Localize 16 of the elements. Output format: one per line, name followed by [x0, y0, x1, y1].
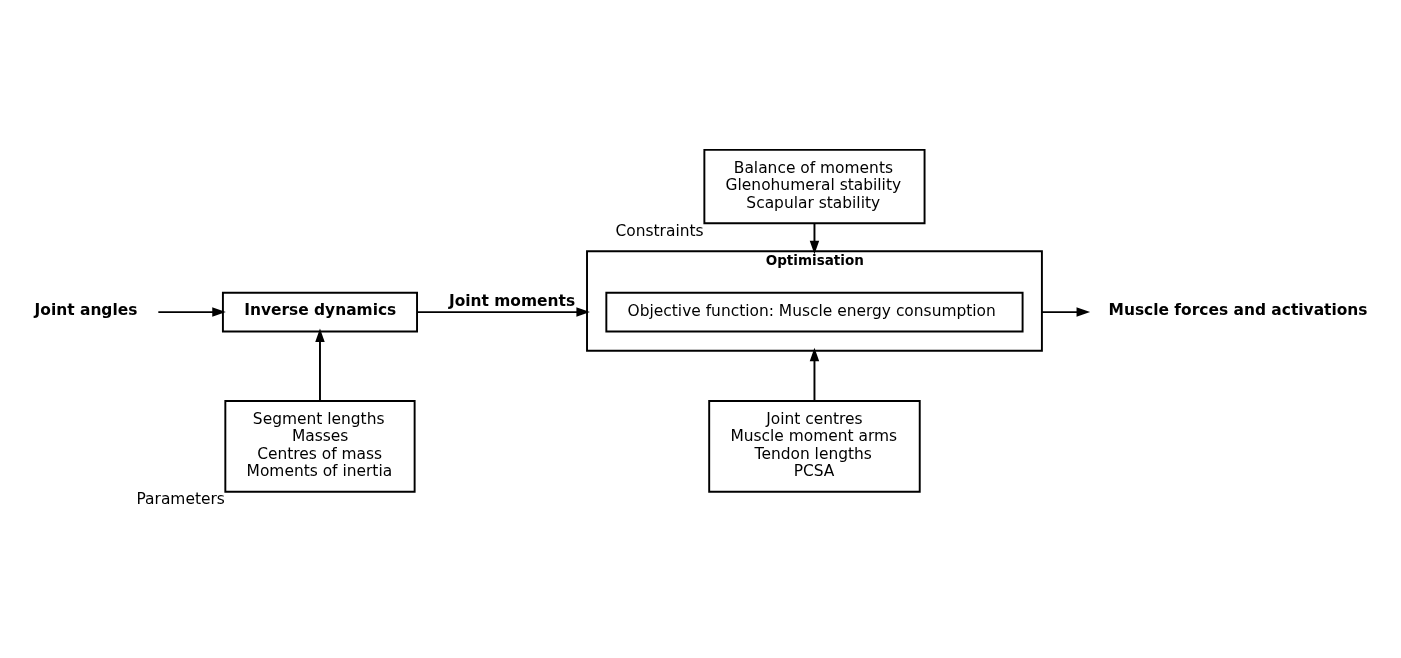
node-box: Joint centres Muscle moment arms Tendon lengths PCSA: [708, 399, 921, 493]
arrow: [315, 328, 325, 402]
arrow: [1040, 306, 1091, 317]
arrow: [809, 222, 820, 254]
arrow: [416, 306, 590, 317]
node-text: Muscle forces and activations: [1108, 300, 1368, 319]
node-label: Parameters: [136, 489, 225, 508]
edge-label: Joint moments: [448, 291, 576, 310]
node-box: Balance of moments Glenohumeral stability Scapular stability: [703, 148, 926, 224]
node-label: Constraints: [615, 221, 704, 240]
arrow: [809, 347, 820, 402]
arrow: [157, 306, 226, 317]
node-box: Inverse dynamics: [221, 291, 418, 332]
node-box: Objective function: Muscle energy consumption: [605, 291, 1024, 332]
node-box: Segment lengths Masses Centres of mass Moments of inertia: [224, 399, 416, 493]
node-text: Joint angles: [34, 300, 138, 319]
